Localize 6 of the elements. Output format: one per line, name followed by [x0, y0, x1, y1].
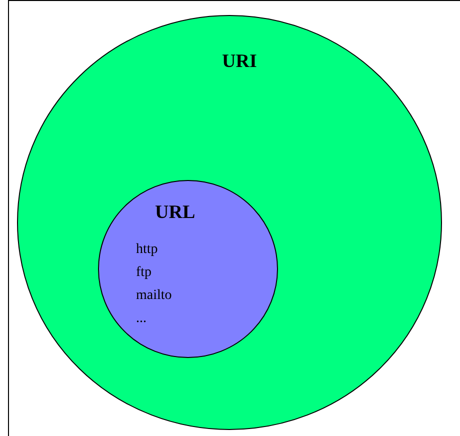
list-item: mailto [136, 288, 172, 304]
list-item: ... [136, 311, 146, 327]
list-item: http [136, 242, 158, 258]
set-title: URI [222, 51, 257, 73]
set-title: URL [155, 202, 196, 224]
list-item: ftp [136, 265, 152, 281]
